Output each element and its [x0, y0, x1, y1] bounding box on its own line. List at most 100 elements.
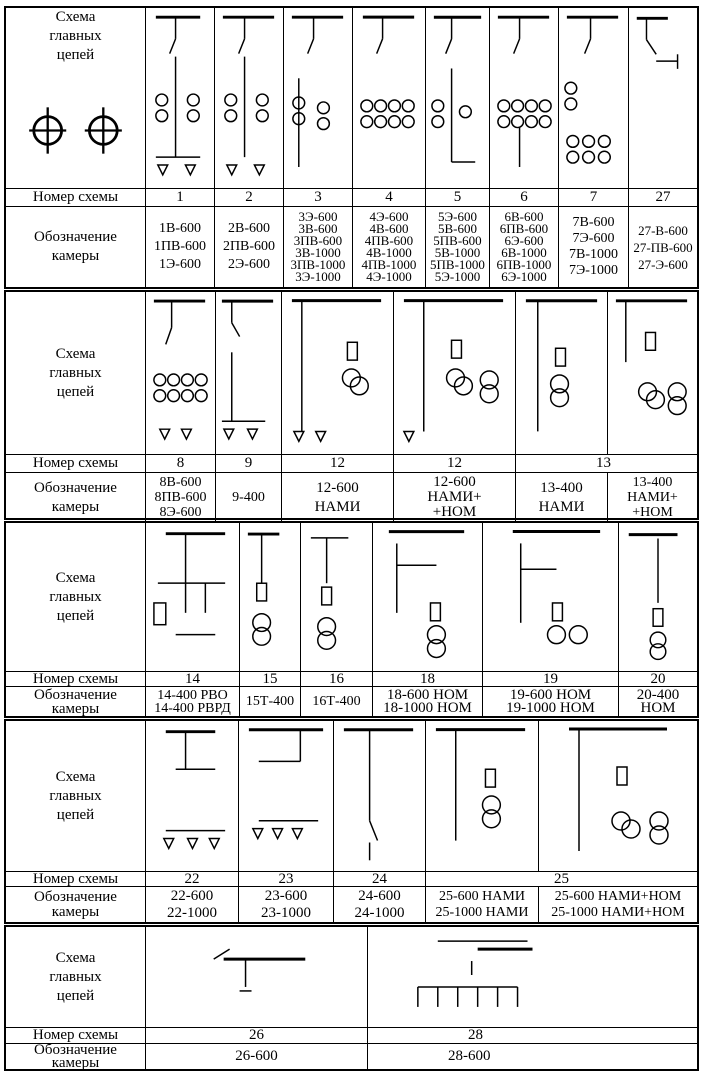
number-label: Номер схемы — [6, 671, 146, 687]
designation-text: 25-1000 НАМИ — [435, 904, 529, 920]
scheme-number: 9 — [216, 455, 282, 472]
designation-cell: 25-600 НАМИ+НОМ 25-1000 НАМИ+НОМ — [539, 887, 697, 922]
scheme-number: 28 — [468, 1028, 483, 1043]
designation-label-line: Обозначение — [34, 1041, 117, 1058]
designation-text: 4В-1000 — [366, 245, 412, 260]
designation-text: 4ПВ-1000 — [361, 257, 417, 272]
designation-label-line: Обозначение — [34, 229, 117, 245]
scheme-header: Схема главных цепей — [6, 721, 146, 871]
designation-text: 3Э-600 — [298, 209, 338, 224]
designation-text: 2Э-600 — [228, 257, 270, 272]
designation-text: 4В-600 — [369, 221, 409, 236]
designation-cell: 24-600 24-1000 — [334, 887, 426, 922]
designation-text: 1В-600 — [159, 221, 201, 236]
designation-cell: 5Э-600 5В-600 5ПВ-600 5В-1000 5ПВ-1000 5… — [426, 207, 490, 287]
designation-text: 6ПВ-600 — [499, 221, 549, 236]
designation-label: Обозначение камеры — [6, 207, 146, 287]
number-label: Номер схемы — [6, 189, 146, 206]
designation-text: 20-400 — [636, 687, 680, 703]
header-line: цепей — [56, 806, 95, 823]
designation-cell: 20-400 НОМ — [619, 687, 697, 716]
scheme-number: 13 — [596, 455, 611, 471]
scheme-header: Схема главных цепей — [6, 8, 146, 188]
designation-text: 23-600 — [264, 887, 308, 904]
scheme-number: 25 — [554, 872, 569, 886]
designation-cell: 1В-600 1ПВ-600 1Э-600 — [146, 207, 215, 287]
designation-cell: 9-400 — [216, 473, 282, 522]
designation-text: 19-1000 НОМ — [506, 699, 595, 716]
designation-label-line: камеры — [51, 700, 100, 717]
designation-text: 25-600 НАМИ — [439, 888, 525, 904]
designation-text: 7Э-1000 — [569, 263, 618, 278]
scheme-number: 23 — [239, 872, 334, 886]
scheme-number: 24 — [334, 872, 426, 886]
designation-text: 18-1000 НОМ — [383, 699, 472, 716]
designation-text: 14-400 РВРД — [154, 700, 231, 716]
designation-text: 25-600 НАМИ+НОМ — [554, 888, 682, 904]
scheme-number: 5 — [426, 189, 490, 206]
scheme-number: 2 — [215, 189, 284, 206]
scheme-number: 8 — [146, 455, 216, 472]
designation-text: 27-Э-600 — [638, 256, 688, 272]
designation-text: 12-600 — [433, 474, 476, 490]
circuit-diagram-4 — [353, 8, 426, 188]
designation-text: 23-1000 — [261, 904, 311, 921]
designation-label-line: Обозначение — [34, 479, 117, 496]
circuit-diagram-26 — [146, 927, 368, 1027]
circuit-diagram-14 — [146, 523, 240, 671]
designation-cell: 19-600 НОМ 19-1000 НОМ — [483, 687, 619, 716]
designation-text: 3ПВ-1000 — [290, 257, 346, 272]
designation-text: НАМИ+ — [427, 489, 482, 505]
designation-text: 8ПВ-600 — [154, 490, 207, 505]
designation-cell: 23-600 23-1000 — [239, 887, 334, 922]
scheme-header: Схема главных цепей — [6, 927, 146, 1027]
circuit-diagram-24 — [334, 721, 426, 871]
designation-text: 9-400 — [232, 490, 265, 505]
circuit-diagram-9 — [216, 292, 282, 454]
designation-text: 6Э-600 — [504, 233, 544, 248]
designation-text: 3Э-1000 — [295, 269, 341, 284]
circuit-diagram-22 — [146, 721, 239, 871]
designation-cell: 26-600 — [146, 1044, 368, 1069]
designation-label-line: камеры — [51, 903, 100, 920]
circuit-diagram-13b — [608, 292, 697, 454]
circuit-diagram-2 — [215, 8, 284, 188]
designation-text: 28-600 — [448, 1048, 491, 1064]
circuit-diagram-18 — [373, 523, 483, 671]
designation-text: 25-1000 НАМИ+НОМ — [551, 904, 685, 920]
header-line: Схема — [55, 949, 96, 966]
circuit-diagram-19 — [483, 523, 619, 671]
designation-label-line: Обозначение — [34, 686, 117, 703]
designation-text: НАМИ — [314, 498, 361, 515]
designation-text: 24-1000 — [354, 904, 405, 921]
scheme-number: 16 — [301, 672, 373, 686]
scheme-number: 18 — [373, 672, 483, 686]
designation-text: 22-600 — [170, 887, 214, 904]
designation-text: 14-400 РВО — [157, 687, 228, 703]
scheme-number: 15 — [240, 672, 301, 686]
header-line: цепей — [56, 987, 95, 1004]
designation-cell: 4Э-600 4В-600 4ПВ-600 4В-1000 4ПВ-1000 4… — [353, 207, 426, 287]
header-line: главных — [49, 28, 102, 44]
designation-text: 3ПВ-600 — [293, 233, 343, 248]
scheme-block-1: Схема главных цепей — [4, 6, 699, 289]
designation-text: НАМИ — [538, 498, 585, 515]
circuit-diagram-16 — [301, 523, 373, 671]
header-line: цепей — [56, 47, 95, 63]
scheme-block-2: Схема главных цепей — [4, 290, 699, 522]
circuit-diagram-28 — [368, 927, 697, 1027]
designation-label: Обозначение камеры — [6, 473, 146, 522]
designation-text: 6ПВ-1000 — [496, 257, 552, 272]
circuit-diagram-1 — [146, 8, 215, 188]
designation-text: 6Э-1000 — [501, 269, 547, 284]
circuit-diagram-7 — [559, 8, 629, 188]
circuit-diagram-23 — [239, 721, 334, 871]
designation-text: 22-1000 — [167, 904, 217, 921]
scheme-number: 4 — [353, 189, 426, 206]
scheme-number: 6 — [490, 189, 559, 206]
designation-text: 26-600 — [235, 1048, 278, 1064]
designation-text: НАМИ+ — [627, 490, 678, 505]
transformer-legend-icon — [29, 107, 122, 154]
designation-text: 15Т-400 — [245, 694, 295, 709]
scheme-block-4: Схема главных цепей — [4, 719, 699, 924]
